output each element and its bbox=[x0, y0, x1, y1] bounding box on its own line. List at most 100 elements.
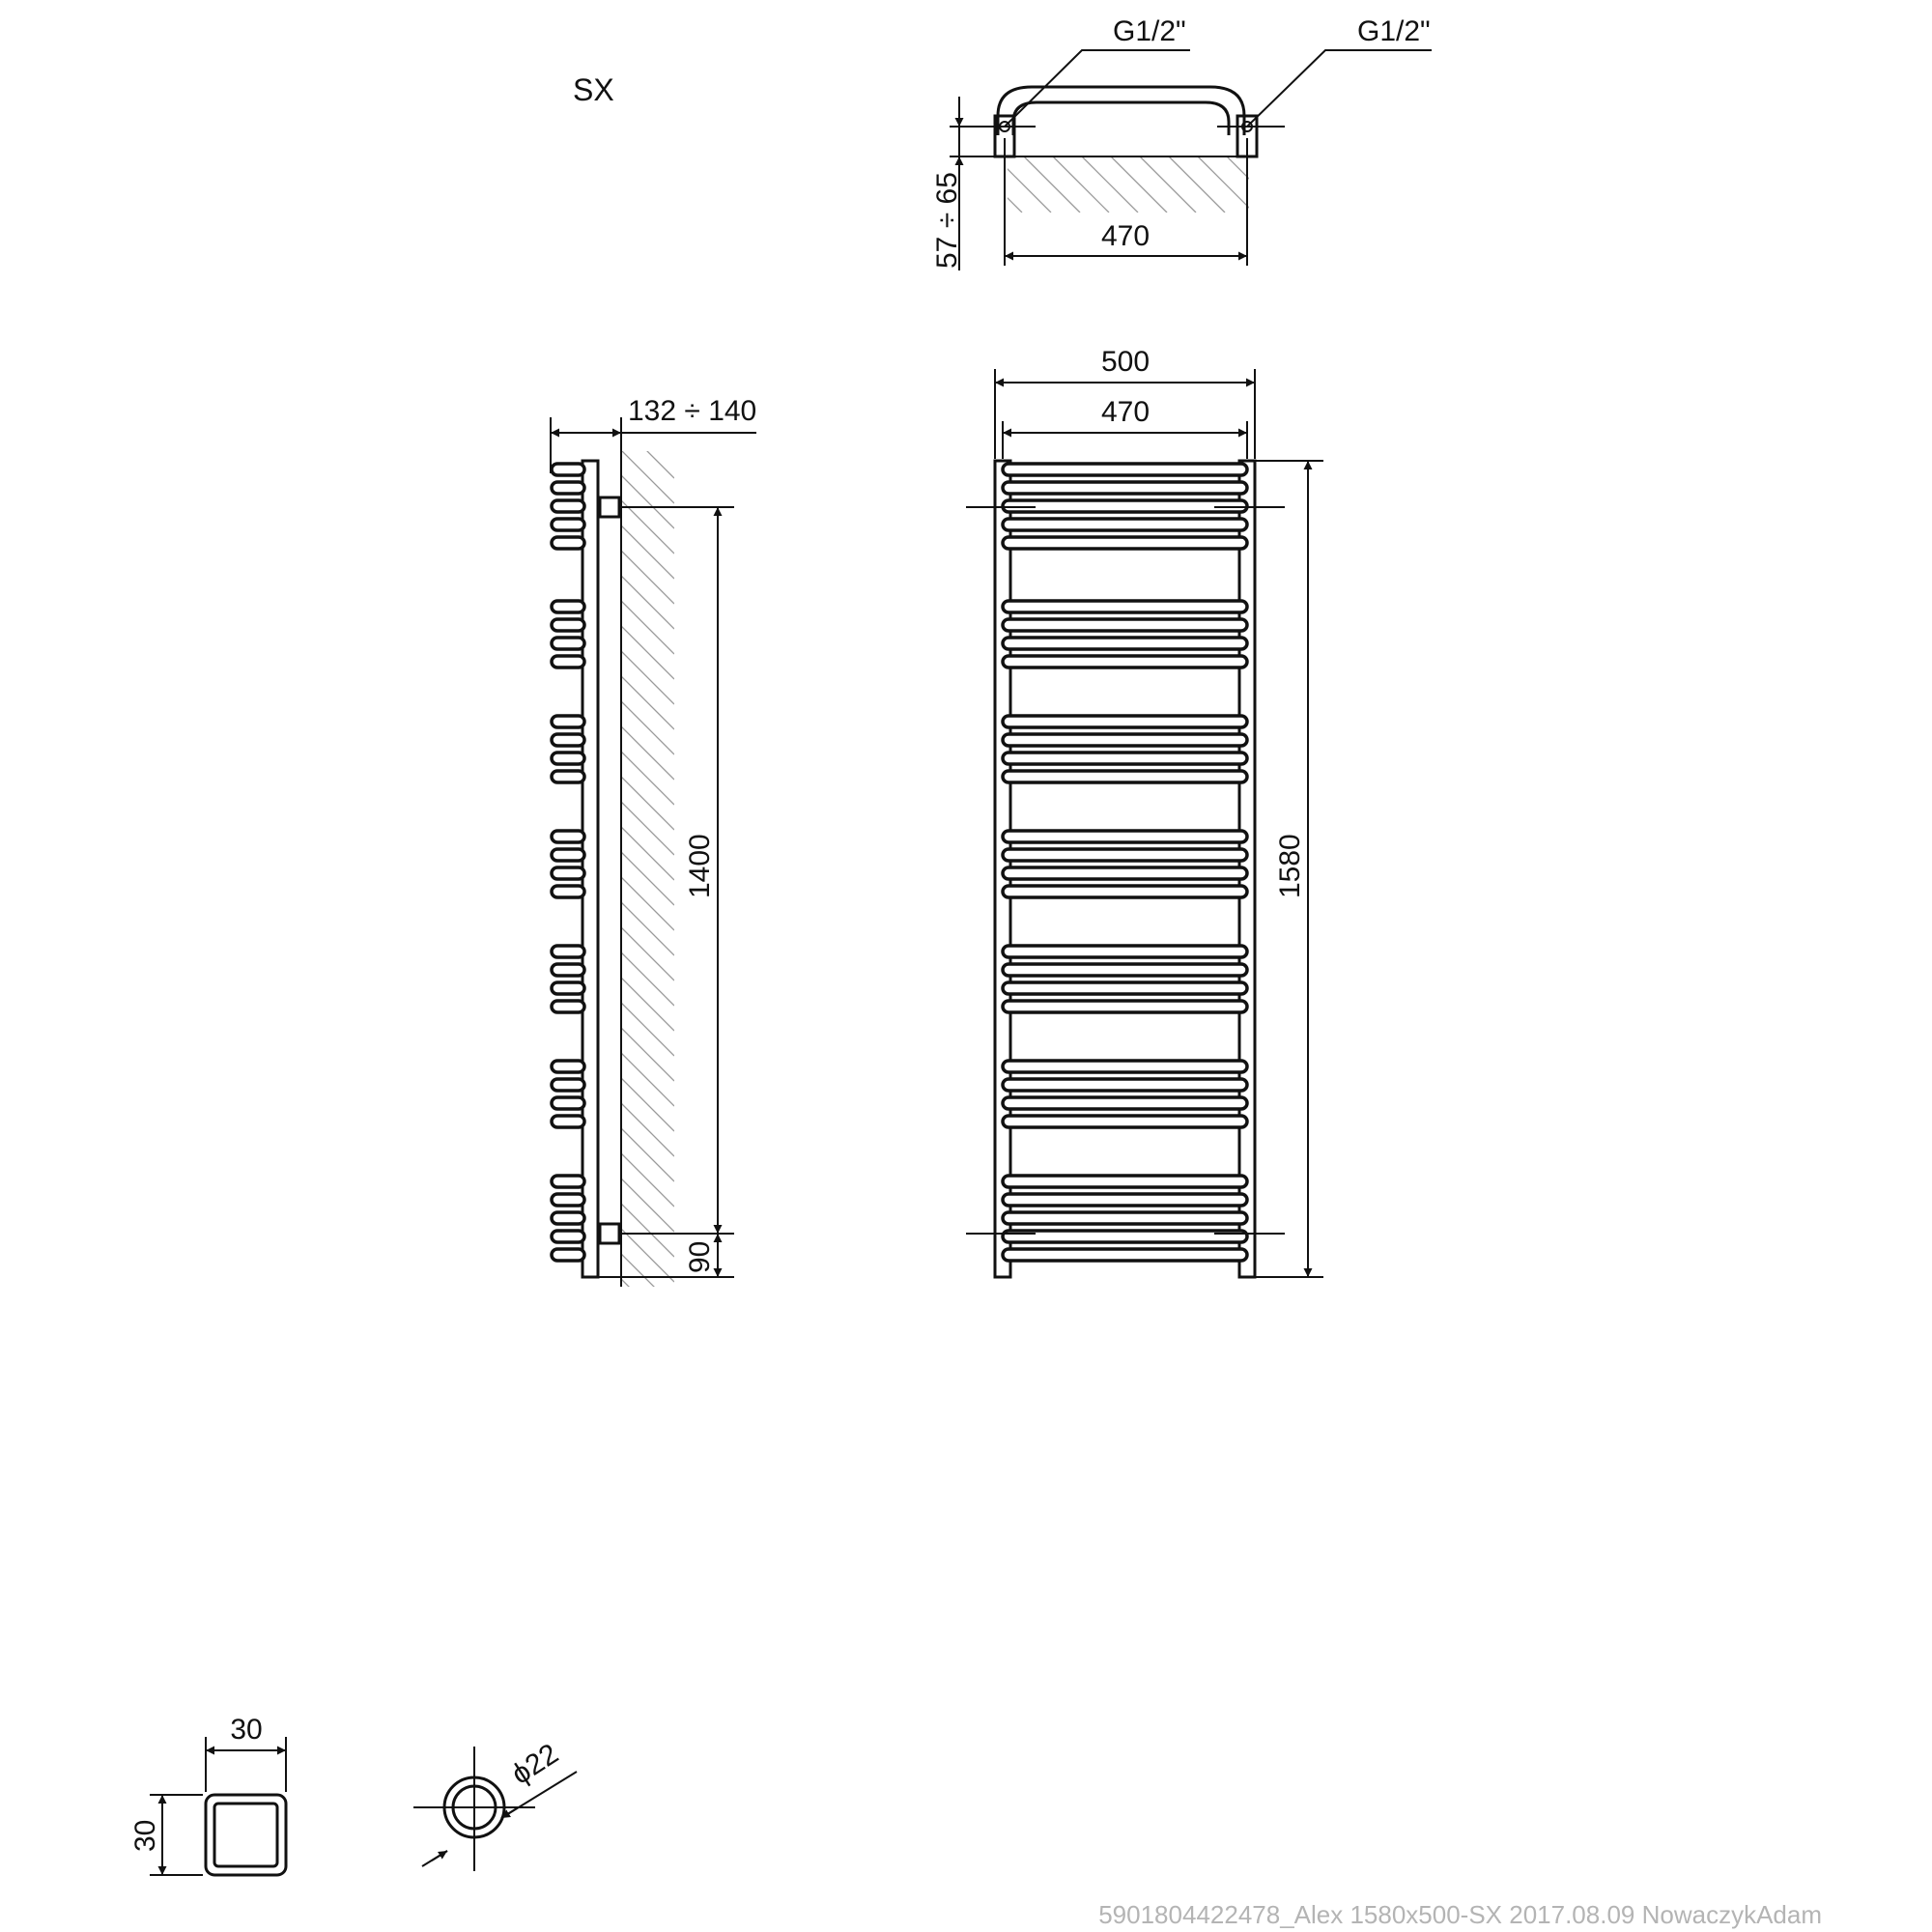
wall-hatch-line bbox=[621, 1127, 674, 1182]
front-axis-spacing-label: 470 bbox=[1101, 396, 1150, 428]
wall-hatch-line bbox=[621, 1178, 674, 1233]
wall-hatch-line bbox=[621, 901, 674, 956]
side-bar bbox=[550, 498, 586, 514]
front-bar bbox=[1001, 962, 1249, 978]
side-bar bbox=[550, 535, 586, 551]
front-bar bbox=[1001, 1077, 1249, 1093]
wall-hatch-line bbox=[621, 675, 674, 730]
wall-hatch-line bbox=[1168, 156, 1226, 213]
front-bar bbox=[1001, 866, 1249, 881]
side-bar bbox=[550, 1095, 586, 1111]
front-bar bbox=[1001, 617, 1249, 633]
wall-hatch-line bbox=[621, 952, 674, 1007]
wall-hatch-line bbox=[621, 851, 674, 906]
square-profile-inner bbox=[213, 1802, 279, 1868]
front-bar bbox=[1001, 535, 1249, 551]
top-pipe-outer bbox=[996, 85, 1246, 135]
square-height-label: 30 bbox=[129, 1820, 161, 1852]
side-bar bbox=[550, 1192, 586, 1208]
side-bar bbox=[550, 714, 586, 729]
front-bar bbox=[1001, 1059, 1249, 1074]
wall-hatch-line bbox=[1226, 156, 1249, 180]
bottom-offset-label: 90 bbox=[684, 1241, 716, 1273]
wall-hatch-line bbox=[1008, 168, 1052, 213]
wall-hatch-line bbox=[621, 725, 674, 781]
wall-hatch-line bbox=[621, 926, 674, 981]
wall-hatch-line bbox=[1081, 156, 1139, 213]
wall-hatch-line bbox=[621, 1278, 630, 1287]
wall-distance-label: 57 ÷ 65 bbox=[931, 172, 963, 269]
front-bar bbox=[1001, 636, 1249, 651]
front-view: 500 470 1580 bbox=[966, 346, 1323, 1279]
side-bar bbox=[550, 517, 586, 532]
wall-hatch-line bbox=[621, 1203, 674, 1258]
wall-hatch-line bbox=[621, 625, 674, 680]
round-diameter-label: ϕ22 bbox=[506, 1738, 564, 1791]
front-bar bbox=[1001, 480, 1249, 496]
front-bar bbox=[1001, 1229, 1249, 1244]
front-bar bbox=[1001, 980, 1249, 996]
wall-hatch-line bbox=[621, 575, 674, 630]
side-bar bbox=[550, 962, 586, 978]
wall-hatch-line bbox=[621, 776, 674, 831]
front-bar bbox=[1001, 654, 1249, 669]
side-bar bbox=[550, 1210, 586, 1226]
side-bar bbox=[550, 1059, 586, 1074]
side-bar bbox=[550, 769, 586, 784]
wall-hatch-line bbox=[621, 1002, 674, 1057]
wall-hatch-side bbox=[621, 451, 674, 1357]
top-pipe-inner bbox=[1011, 100, 1231, 135]
wall-hatch-line bbox=[621, 1077, 674, 1132]
front-bar bbox=[1001, 847, 1249, 863]
square-section: 30 30 bbox=[129, 1714, 288, 1877]
wall-hatch-line bbox=[621, 977, 674, 1032]
wall-hatch-line bbox=[1110, 156, 1168, 213]
front-bar bbox=[1001, 498, 1249, 514]
front-bar bbox=[1001, 1095, 1249, 1111]
side-bar bbox=[550, 944, 586, 959]
side-bar bbox=[550, 462, 586, 477]
bracket-spacing-label: 1400 bbox=[684, 834, 716, 898]
wall-hatch-line bbox=[621, 700, 674, 755]
wall-hatch-line bbox=[621, 1052, 674, 1107]
side-bar bbox=[550, 636, 586, 651]
side-bar bbox=[550, 980, 586, 996]
connection-label-right: G1/2" bbox=[1357, 15, 1431, 47]
wall-hatch-line bbox=[621, 600, 674, 655]
front-bar bbox=[1001, 1192, 1249, 1208]
top-axis-spacing-label: 470 bbox=[1101, 220, 1150, 252]
front-bar bbox=[1001, 462, 1249, 477]
side-bar bbox=[550, 847, 586, 863]
front-bar bbox=[1001, 732, 1249, 748]
wall-hatch-line bbox=[621, 1228, 674, 1283]
overall-width-label: 500 bbox=[1101, 346, 1150, 378]
front-bar bbox=[1001, 769, 1249, 784]
side-bar bbox=[550, 617, 586, 633]
side-collector bbox=[581, 459, 600, 1279]
front-bar bbox=[1001, 1114, 1249, 1129]
round-leader-arrow-upper bbox=[500, 1807, 518, 1819]
wall-hatch-line bbox=[1052, 156, 1110, 213]
wall-hatch-line bbox=[1008, 197, 1023, 213]
wall-hatch-line bbox=[621, 499, 674, 554]
front-bar bbox=[1001, 1247, 1249, 1263]
wall-hatch-line bbox=[621, 1027, 674, 1082]
side-bar bbox=[550, 884, 586, 899]
front-bar bbox=[1001, 1210, 1249, 1226]
wall-hatch-line bbox=[621, 1253, 655, 1287]
leader-connection-left bbox=[1004, 49, 1190, 128]
round-section: ϕ22 bbox=[413, 1738, 578, 1871]
wall-hatch-line bbox=[621, 451, 674, 504]
side-bar bbox=[550, 751, 586, 766]
front-bar bbox=[1001, 884, 1249, 899]
wall-hatch-line bbox=[621, 1304, 674, 1357]
front-bar bbox=[1001, 751, 1249, 766]
leader-connection-right bbox=[1246, 49, 1432, 128]
front-bar bbox=[1001, 714, 1249, 729]
connection-label-left: G1/2" bbox=[1113, 15, 1186, 47]
side-bar bbox=[550, 480, 586, 496]
depth-label: 132 ÷ 140 bbox=[628, 395, 756, 427]
wall-hatch-line bbox=[621, 876, 674, 931]
front-bars bbox=[1001, 462, 1249, 1263]
